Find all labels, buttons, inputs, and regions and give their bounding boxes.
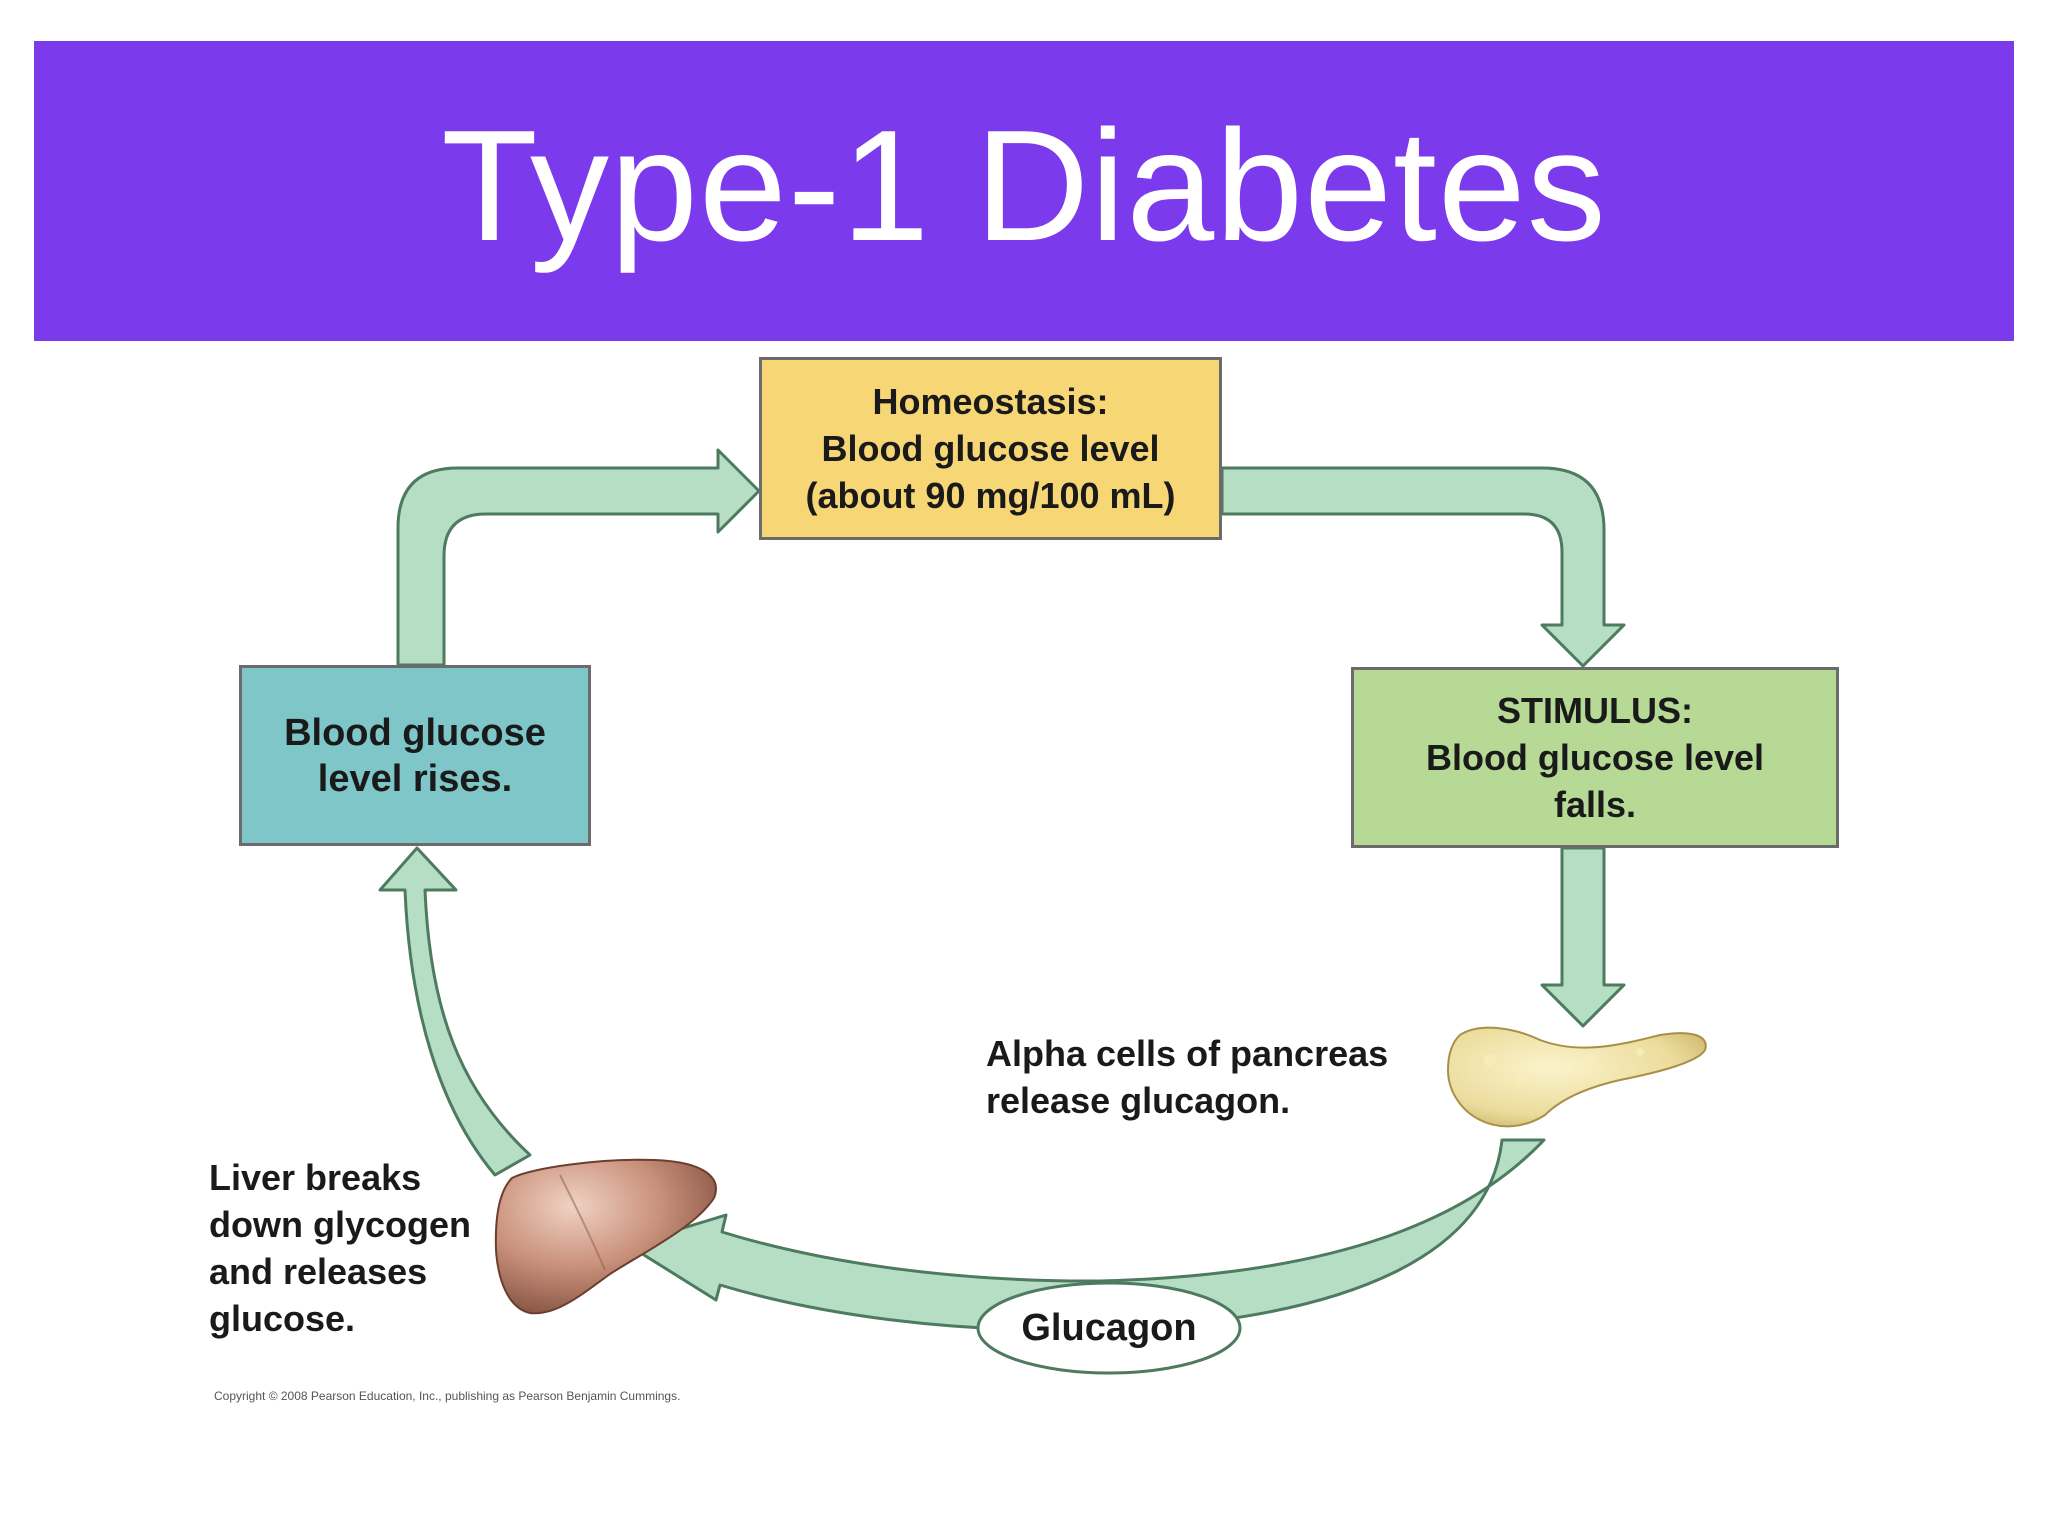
arrow-rises-to-homeostasis (396, 448, 761, 667)
liver-label: Liver breaks down glycogen and releases … (209, 1154, 471, 1342)
title-bar: Type-1 Diabetes (34, 41, 2014, 341)
arrow-liver-to-rises (378, 846, 532, 1177)
liver-line: down glycogen (209, 1204, 472, 1245)
homeostasis-line: (about 90 mg/100 mL) (805, 475, 1176, 516)
alpha-line: release glucagon. (986, 1080, 1291, 1121)
stimulus-line: STIMULUS: (1497, 690, 1693, 731)
rises-line: level rises. (317, 757, 513, 800)
glucagon-ellipse (976, 1281, 1242, 1375)
alpha-cells-label: Alpha cells of pancreas release glucagon… (986, 1030, 1388, 1124)
liver-line: Liver breaks (209, 1157, 422, 1198)
arrow-pancreas-to-liver (626, 1138, 1546, 1332)
liver-line: and releases (209, 1251, 428, 1292)
stimulus-line: Blood glucose level (1425, 737, 1765, 778)
copyright-text: Copyright © 2008 Pearson Education, Inc.… (214, 1389, 681, 1403)
homeostasis-box: Homeostasis: Blood glucose level (about … (759, 357, 1222, 540)
arrow-stimulus-to-pancreas (1540, 846, 1626, 1028)
rises-line: Blood glucose (284, 711, 546, 754)
liver-line: glucose. (209, 1298, 356, 1339)
alpha-line: Alpha cells of pancreas (986, 1033, 1389, 1074)
pancreas-icon (1446, 1026, 1707, 1128)
stimulus-box: STIMULUS: Blood glucose level falls. (1351, 667, 1839, 848)
homeostasis-line: Blood glucose level (821, 428, 1160, 469)
slide-title: Type-1 Diabetes (441, 97, 1607, 274)
stimulus-line: falls. (1553, 784, 1637, 825)
glucagon-label: Glucagon (1021, 1306, 1197, 1349)
glucose-rises-box: Blood glucose level rises. (239, 665, 591, 846)
homeostasis-line: Homeostasis: (872, 381, 1109, 422)
liver-icon (494, 1158, 717, 1315)
arrow-homeostasis-to-stimulus (1220, 466, 1626, 668)
